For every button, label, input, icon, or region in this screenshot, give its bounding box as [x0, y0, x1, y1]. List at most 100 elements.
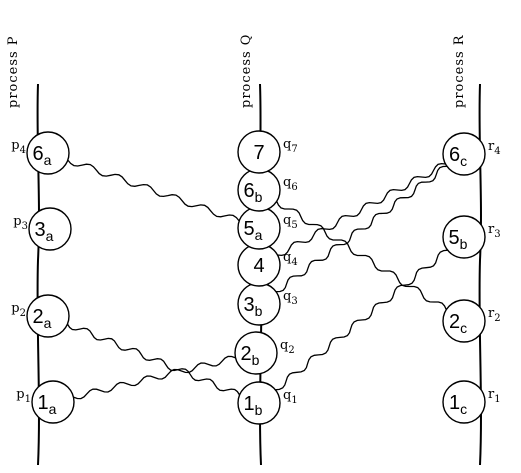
event-label: 1b	[244, 393, 263, 418]
side-label: q2	[280, 338, 295, 356]
side-letter: q	[283, 137, 291, 152]
event-number: 2	[33, 306, 44, 328]
message-lines	[66, 159, 448, 400]
side-letter: p	[13, 214, 21, 229]
side-letter: r	[488, 306, 495, 321]
event-subscript: b	[252, 352, 260, 368]
side-label: r2	[488, 306, 501, 324]
event-label: 5b	[449, 227, 468, 252]
event-subscript: b	[255, 402, 263, 418]
event-label: 5a	[244, 218, 263, 243]
event-label: 2c	[449, 311, 467, 336]
event-number: 4	[253, 255, 264, 277]
side-index: 3	[291, 296, 297, 307]
event-label: 3b	[244, 294, 263, 319]
message-p2a-to-q1b	[66, 323, 241, 396]
event-number: 3	[35, 219, 46, 241]
side-label: q6	[283, 175, 298, 193]
event-node-r1c: 1c r1	[442, 380, 501, 424]
side-label: r4	[488, 139, 501, 157]
message-p6a-to-q5a	[67, 159, 240, 222]
event-number: 6	[33, 143, 44, 165]
side-index: 2	[288, 345, 294, 356]
event-label: 6a	[33, 143, 52, 168]
process-q-label: process Q	[239, 34, 254, 108]
event-label: 2b	[241, 343, 260, 368]
side-label: q3	[283, 289, 298, 307]
event-label: 1c	[449, 392, 467, 417]
side-index: 3	[494, 229, 500, 240]
event-circle	[442, 299, 486, 343]
event-number: 6	[244, 180, 255, 202]
event-subscript: b	[460, 236, 468, 252]
side-letter: p	[11, 301, 19, 316]
event-number: 1	[449, 392, 460, 414]
message-q1b-to-r5b	[275, 249, 448, 391]
event-circle	[28, 207, 72, 251]
event-number: 2	[449, 311, 460, 333]
event-node-q6b: 6b q6	[237, 168, 298, 212]
event-number: 2	[241, 343, 252, 365]
event-number: 5	[244, 218, 255, 240]
event-subscript: a	[255, 227, 263, 243]
event-node-r6c: 6c r4	[442, 132, 501, 176]
message-p1a-to-q2b	[73, 355, 236, 400]
side-index: 1	[291, 395, 297, 406]
event-circle	[26, 294, 70, 338]
event-node-q7: 7 q7	[237, 130, 298, 174]
side-label: p3	[13, 214, 28, 232]
side-index: 3	[22, 221, 28, 232]
side-label: r1	[488, 387, 501, 405]
side-index: 1	[25, 394, 31, 405]
event-subscript: b	[255, 303, 263, 319]
event-number: 3	[244, 294, 255, 316]
event-subscript: c	[460, 153, 467, 169]
side-label: p1	[16, 387, 31, 405]
event-node-p3a: 3a p3	[13, 207, 72, 251]
event-label: 2a	[33, 306, 52, 331]
event-label: 6b	[244, 180, 263, 205]
event-label: 3a	[35, 219, 54, 244]
message-q4-to-r6c	[277, 162, 446, 257]
side-letter: p	[16, 387, 24, 402]
side-label: r3	[488, 222, 501, 240]
side-letter: p	[11, 138, 19, 153]
message-q6b-to-r2c	[276, 201, 447, 310]
side-index: 6	[291, 182, 297, 193]
event-circle	[234, 331, 278, 375]
event-node-r5b: 5b r3	[442, 215, 501, 259]
side-index: 4	[494, 146, 500, 157]
event-circle	[442, 380, 486, 424]
side-label: q7	[283, 137, 298, 155]
side-label: q5	[283, 213, 298, 231]
event-number: 6	[449, 144, 460, 166]
event-subscript: c	[460, 401, 467, 417]
event-node-p2a: 2a p2	[11, 294, 70, 338]
event-label: 6c	[449, 144, 467, 169]
side-letter: r	[488, 222, 495, 237]
side-index: 5	[291, 220, 297, 231]
side-index: 2	[20, 308, 26, 319]
event-circle	[442, 132, 486, 176]
side-index: 4	[20, 145, 26, 156]
side-letter: q	[283, 289, 291, 304]
event-label: 7	[253, 142, 264, 164]
event-circle	[26, 131, 70, 175]
event-number: 1	[38, 392, 49, 414]
side-label: q1	[283, 388, 298, 406]
message-r6c-to-q3b	[275, 165, 448, 293]
side-letter: q	[280, 338, 288, 353]
event-node-q4: 4 q4	[237, 243, 298, 287]
side-label: q4	[283, 250, 298, 268]
event-number: 7	[253, 142, 264, 164]
event-circle	[442, 215, 486, 259]
event-number: 1	[244, 393, 255, 415]
